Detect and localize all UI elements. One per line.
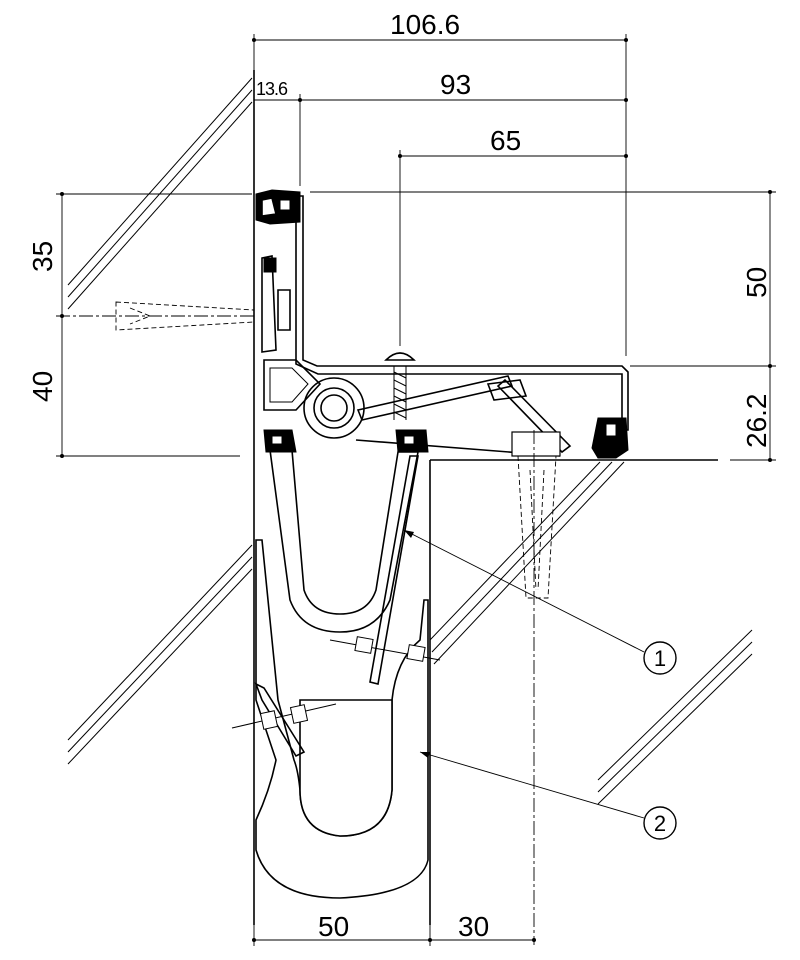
pivot-tube-outer (303, 377, 365, 439)
top-gasket-slot (279, 199, 291, 211)
callout-1: 1 (403, 529, 677, 675)
outer-u-seal-inner-fill (299, 699, 393, 837)
top-gasket-inner (261, 197, 277, 217)
inner-u-seal (269, 449, 419, 633)
left-seal-gasket-slot (271, 435, 283, 445)
dim-top-overall-label: 106.6 (390, 9, 460, 40)
anchor-plate (261, 255, 277, 353)
anchor-plate-clip (263, 257, 277, 273)
screw-thread (393, 371, 407, 419)
right-gasket-slot (605, 423, 617, 437)
linkage-arm-lower (496, 378, 572, 454)
dim-left-lower-label: 40 (27, 371, 58, 402)
linkage-arm-upper (356, 375, 514, 421)
dim-right (310, 190, 776, 462)
hinge-bracket-inner (269, 367, 309, 403)
anchor-left (115, 301, 255, 331)
cover-profile (290, 195, 629, 431)
screw-head (384, 352, 416, 361)
inner-seal-right-flap (369, 455, 419, 685)
dim-top-mid-label: 93 (440, 69, 471, 100)
anchor-right-nut (511, 431, 561, 457)
dim-left (56, 192, 252, 458)
wall-hatch-middle (429, 461, 625, 665)
linkage-hinge-block (486, 379, 528, 401)
hinge-bracket (263, 359, 322, 411)
dim-right-lower-label: 26.2 (741, 394, 772, 449)
dim-top-inner (398, 150, 628, 346)
pivot-tube-mid (313, 387, 355, 429)
dim-bottom (252, 920, 536, 946)
dim-right-upper-label: 50 (741, 267, 772, 298)
right-gasket (591, 417, 629, 459)
callout-2-label: 2 (654, 811, 666, 836)
dim-top-mid (254, 94, 628, 186)
wall-hatch-upper-left (67, 77, 253, 310)
dim-bottom-right-label: 30 (458, 911, 489, 942)
bracket-plate (277, 289, 291, 331)
dim-bottom-left-label: 50 (318, 911, 349, 942)
dim-top-small-label: 13.6 (256, 79, 288, 99)
dim-top-overall (252, 34, 628, 356)
outer-seal-left-flap (254, 682, 306, 758)
bolt-lower (231, 703, 337, 730)
dim-left-upper-label: 35 (27, 241, 58, 272)
wall-hatch-lower-left (67, 544, 253, 765)
dim-top-inner-label: 65 (490, 125, 521, 156)
right-seal-gasket-slot (403, 435, 415, 445)
anchor-right (511, 431, 561, 599)
pivot-tube-inner (320, 394, 348, 422)
bolt-upper (329, 636, 441, 662)
wall-hatch-right (597, 629, 753, 805)
callout-1-label: 1 (654, 646, 666, 671)
callout-2: 2 (419, 751, 677, 840)
